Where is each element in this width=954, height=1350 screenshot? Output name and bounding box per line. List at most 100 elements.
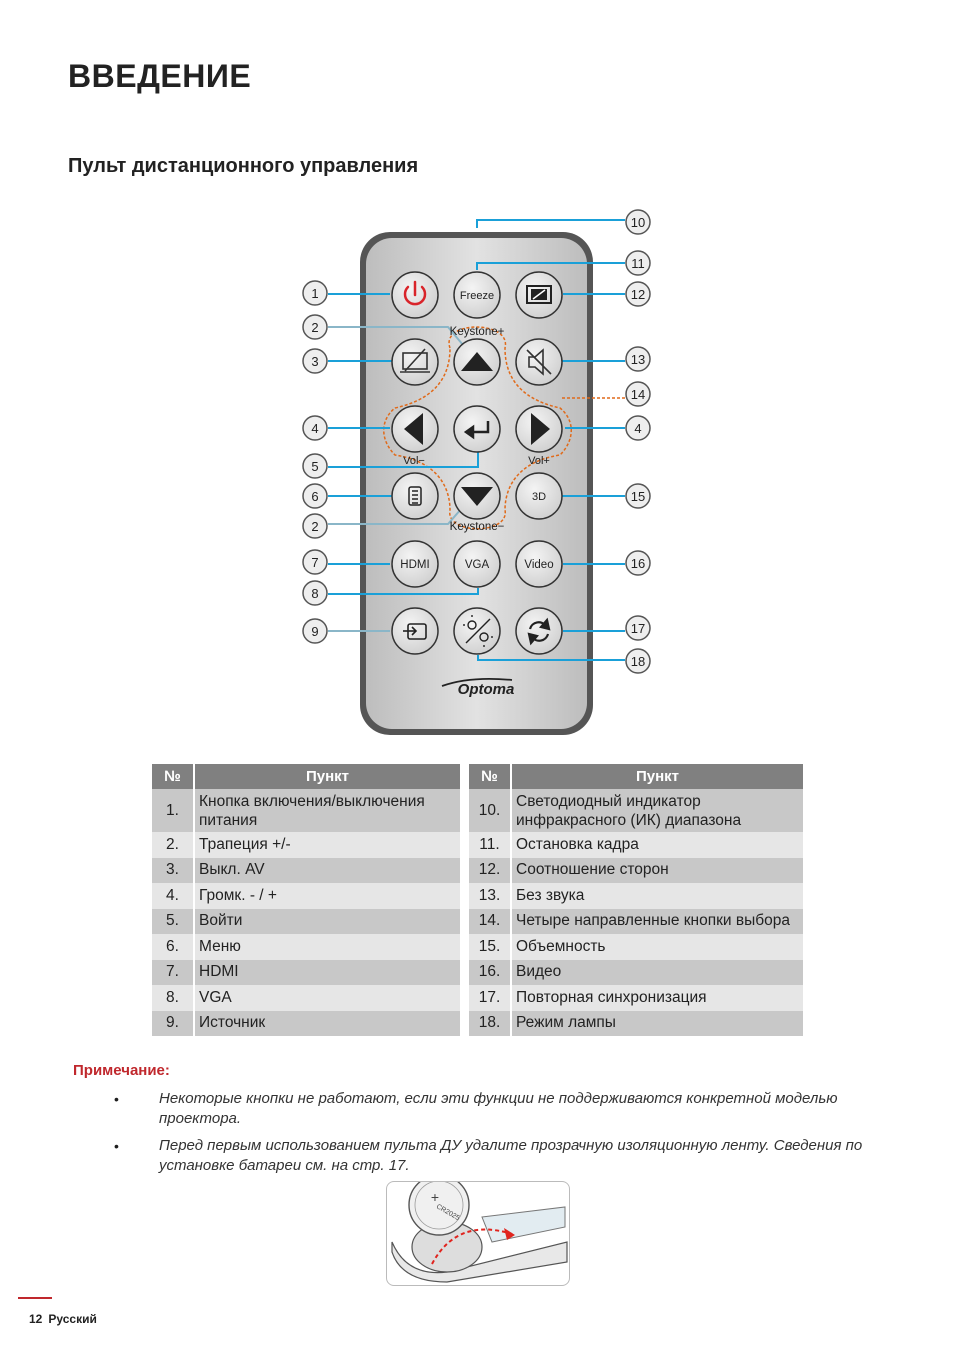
row-num: 6.: [152, 934, 195, 960]
table-header: № Пункт: [469, 764, 803, 789]
hdmi-label: HDMI: [400, 559, 429, 571]
table-row: 11.Остановка кадра: [469, 832, 803, 858]
row-num: 2.: [152, 832, 195, 858]
callout-7: 7: [311, 555, 318, 570]
row-item: Без звука: [512, 883, 803, 909]
note-item: Некоторые кнопки не работают, если эти ф…: [159, 1090, 838, 1127]
callout-9: 9: [311, 624, 318, 639]
svg-text:+: +: [431, 1189, 439, 1205]
callout-12: 12: [631, 287, 645, 302]
freeze-button: [453, 271, 501, 319]
callout-8: 8: [311, 586, 318, 601]
callouts-right: [625, 209, 651, 674]
row-num: 9.: [152, 1010, 195, 1036]
video-button: [515, 540, 563, 588]
row-num: 12.: [469, 857, 512, 883]
lamp-mode-button: [453, 607, 501, 655]
battery-cell: [408, 1182, 470, 1236]
callout-17: 17: [631, 621, 645, 636]
callout-11: 11: [631, 256, 645, 271]
vga-label: VGA: [465, 559, 490, 571]
table-row: 9.Источник: [152, 1010, 460, 1036]
table-row: 18.Режим лампы: [469, 1010, 803, 1036]
video-label: Video: [524, 559, 553, 571]
row-item: Меню: [195, 934, 460, 960]
row-num: 18.: [469, 1010, 512, 1036]
table-row: 2.Трапеция +/-: [152, 832, 460, 858]
keystone-plus-label: Keystone+: [450, 326, 505, 338]
menu-button: [391, 472, 439, 520]
row-item: Видео: [512, 959, 803, 985]
av-mute-icon: [400, 348, 430, 373]
header-num: №: [152, 764, 195, 789]
callout-lines: [328, 219, 625, 661]
source-icon: [403, 623, 427, 640]
callouts-left: [302, 280, 328, 644]
buttons-table-right: № Пункт 10.Светодиодный индикатор инфрак…: [469, 764, 803, 1036]
menu-icon: [408, 486, 422, 506]
table-row: 6.Меню: [152, 934, 460, 960]
row-item: Остановка кадра: [512, 832, 803, 858]
callout-2b: 2: [311, 519, 318, 534]
row-num: 10.: [469, 789, 512, 832]
row-item: Войти: [195, 908, 460, 934]
brand-logo: Optoma: [458, 681, 515, 698]
header-item: Пункт: [512, 764, 803, 789]
row-item: Светодиодный индикатор инфракрасного (ИК…: [512, 789, 803, 832]
table-row: 5.Войти: [152, 908, 460, 934]
row-num: 1.: [152, 789, 195, 832]
table-row: 16.Видео: [469, 959, 803, 985]
row-item: Режим лампы: [512, 1010, 803, 1036]
note-title: Примечание:: [73, 1062, 170, 1079]
row-item: Источник: [195, 1010, 460, 1036]
footer-accent-line: [18, 1297, 52, 1299]
row-num: 3.: [152, 857, 195, 883]
lamp-mode-icon: [463, 615, 493, 647]
row-num: 4.: [152, 883, 195, 909]
row-num: 11.: [469, 832, 512, 858]
table-row: 3.Выкл. AV: [152, 857, 460, 883]
note-item: Перед первым использованием пульта ДУ уд…: [159, 1137, 863, 1174]
callout-15: 15: [631, 489, 645, 504]
row-item: VGA: [195, 985, 460, 1011]
freeze-label: Freeze: [460, 290, 494, 302]
vol-minus-label: Vol−: [403, 455, 425, 467]
callout-14: 14: [631, 387, 645, 402]
vol-plus-label: Vol+: [528, 455, 550, 467]
3d-button: [515, 472, 563, 520]
left-arrow-icon: [404, 413, 423, 445]
enter-button: [453, 405, 501, 453]
row-num: 17.: [469, 985, 512, 1011]
row-item: Выкл. AV: [195, 857, 460, 883]
down-arrow-icon: [461, 487, 493, 506]
header-item: Пункт: [195, 764, 460, 789]
row-item: Соотношение сторон: [512, 857, 803, 883]
callout-1: 1: [311, 286, 318, 301]
section-title: ВВЕДЕНИЕ: [68, 58, 252, 94]
right-arrow-icon: [531, 413, 550, 445]
row-num: 14.: [469, 908, 512, 934]
power-icon: [403, 280, 427, 306]
header-num: №: [469, 764, 512, 789]
row-num: 8.: [152, 985, 195, 1011]
callout-3: 3: [311, 354, 318, 369]
enter-icon: [463, 421, 490, 440]
av-mute-button: [391, 338, 439, 386]
row-item: Трапеция +/-: [195, 832, 460, 858]
row-item: Громк. - / +: [195, 883, 460, 909]
table-row: 10.Светодиодный индикатор инфракрасного …: [469, 789, 803, 832]
footer-language: Русский: [48, 1312, 97, 1326]
callout-18: 18: [631, 654, 645, 669]
row-num: 16.: [469, 959, 512, 985]
row-item: HDMI: [195, 959, 460, 985]
row-item: Повторная синхронизация: [512, 985, 803, 1011]
aspect-ratio-icon: [526, 285, 552, 304]
3d-label: 3D: [532, 491, 546, 503]
keystone-minus-label: Keystone−: [450, 521, 505, 533]
brand-swoosh: [441, 677, 513, 687]
row-item: Объемность: [512, 934, 803, 960]
callout-2: 2: [311, 320, 318, 335]
remote-control-figure: Freeze Keystone+ Vol− Vol+ 3D Keystone− …: [302, 209, 651, 735]
callout-4: 4: [311, 421, 318, 436]
row-num: 13.: [469, 883, 512, 909]
